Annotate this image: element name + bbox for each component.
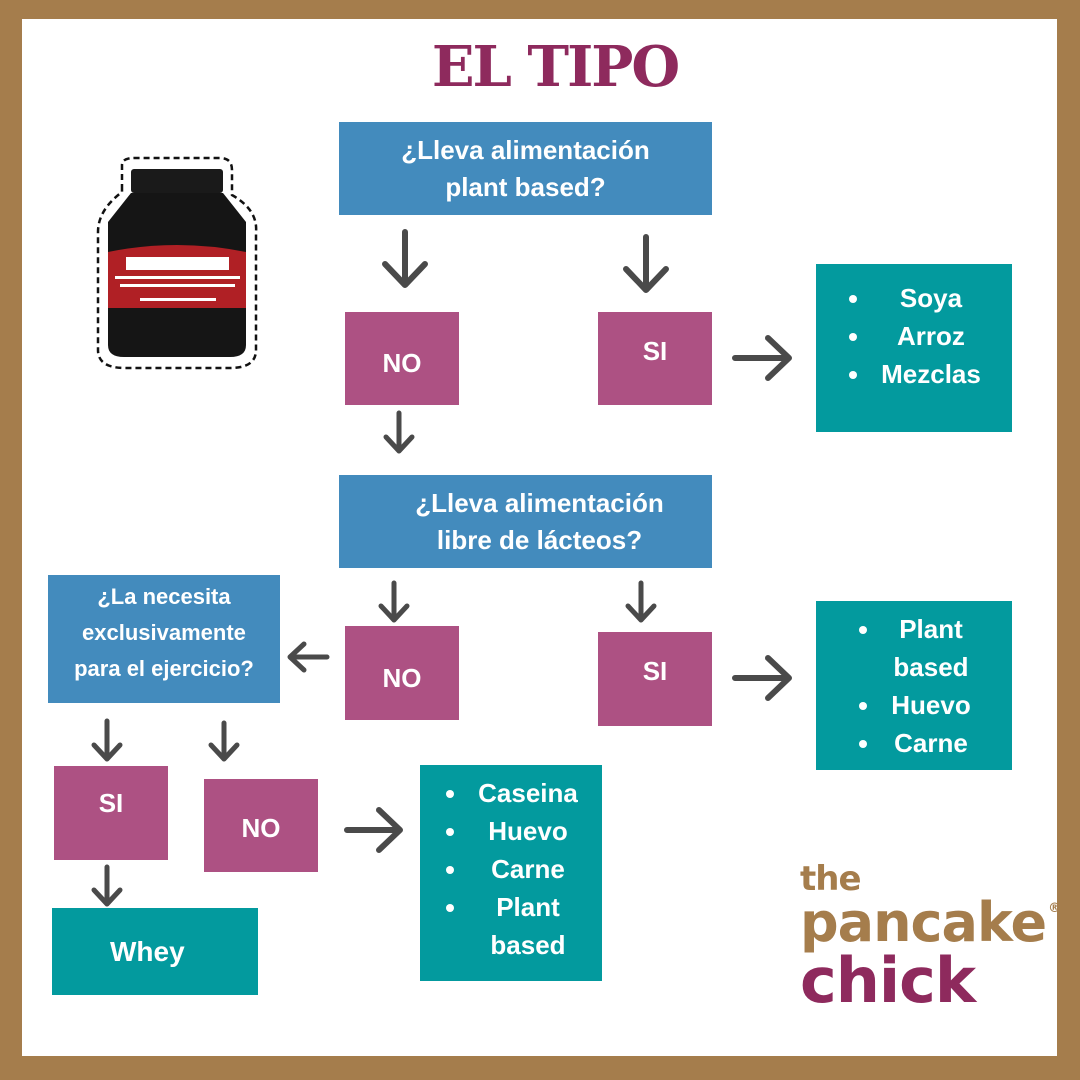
arrow-down-icon xyxy=(382,229,428,288)
question-line: ¿La necesita xyxy=(97,584,231,609)
answer-si-exercise: SI xyxy=(54,766,168,860)
list-item: Huevo xyxy=(444,812,578,850)
list-item: Huevo xyxy=(857,686,971,724)
list-item: Caseina xyxy=(444,774,578,812)
answer-no-lactose: NO xyxy=(345,626,459,720)
page-title: EL TIPO xyxy=(431,34,680,100)
answer-si-lactose: SI xyxy=(598,632,712,726)
arrow-down-icon xyxy=(383,410,415,454)
logo-pancake: pancake xyxy=(800,891,1047,954)
answer-no-exercise: NO xyxy=(204,779,318,872)
list-item: based xyxy=(490,930,566,960)
list-item: based xyxy=(893,652,969,682)
list-item: Carne xyxy=(444,850,578,888)
result-list-plant: Soya Arroz Mezclas xyxy=(816,264,1012,432)
question-exercise: ¿La necesita exclusivamente para el ejerci… xyxy=(48,575,280,703)
list-item: Plant xyxy=(444,888,578,926)
question-line: para el ejercicio? xyxy=(74,656,254,681)
result-list-lactose: Plant based Huevo Carne xyxy=(816,601,1012,770)
question-line: libre de lácteos? xyxy=(436,524,643,555)
list-item: Soya xyxy=(847,279,981,317)
result-whey: Whey xyxy=(52,908,258,995)
question-line: exclusivamente xyxy=(82,620,246,645)
arrow-down-icon xyxy=(623,234,669,293)
question-line: ¿Lleva alimentación xyxy=(401,134,650,165)
question-line: plant based? xyxy=(445,171,606,202)
list-item: Plant xyxy=(857,610,970,648)
arrow-left-icon xyxy=(287,641,330,673)
arrow-down-icon xyxy=(91,718,123,762)
result-list-exercise: Caseina Huevo Carne Plant based xyxy=(420,765,602,981)
answer-no-plant: NO xyxy=(345,312,459,405)
answer-si-plant: SI xyxy=(598,312,712,405)
arrow-down-icon xyxy=(208,720,240,762)
logo-chick: chick xyxy=(800,944,976,1017)
logo-the: the xyxy=(800,859,862,899)
list-item: Mezclas xyxy=(847,355,981,393)
question-line: ¿Lleva alimentación xyxy=(415,487,664,518)
arrow-down-icon xyxy=(625,580,657,623)
registered-mark: ® xyxy=(1048,901,1061,916)
protein-jar-icon xyxy=(96,156,258,370)
arrow-right-icon xyxy=(732,655,792,701)
list-item: Arroz xyxy=(847,317,981,355)
arrow-down-icon xyxy=(378,580,410,623)
arrow-down-icon xyxy=(91,864,123,907)
brand-logo: the pancake® chick xyxy=(800,859,1061,1017)
arrow-right-icon xyxy=(344,807,403,853)
list-item: Carne xyxy=(857,724,970,762)
question-plant-based: ¿Lleva alimentación plant based? xyxy=(339,122,712,215)
question-lactose-free: ¿Lleva alimentación libre de lácteos? xyxy=(339,475,712,568)
arrow-right-icon xyxy=(732,335,792,381)
